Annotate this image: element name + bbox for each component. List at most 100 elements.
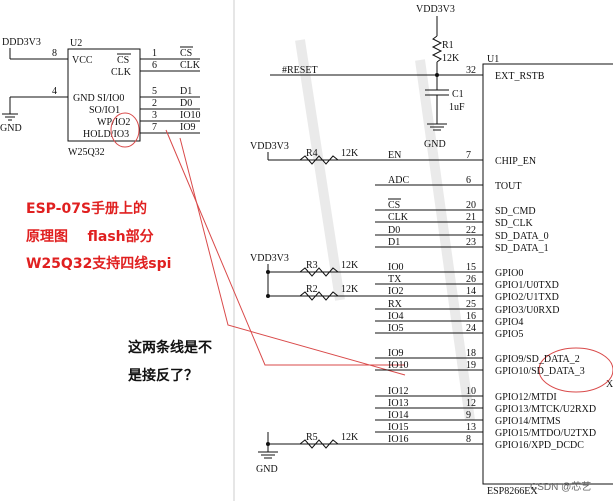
esp-net-label: D0 — [388, 225, 400, 236]
esp-pin-name: GPIO9/SD_DATA_2 — [495, 354, 580, 365]
annotation-red: ESP-07S手册上的 原理图 flash部分 W25Q32支持四线spi — [26, 200, 171, 272]
r1-ref: R1 — [442, 40, 454, 51]
esp-pin-number: 25 — [466, 299, 476, 310]
flash-gnd-label: GND — [0, 123, 22, 134]
highlight-circle-flash — [110, 112, 140, 148]
resistor-value: 12K — [341, 432, 359, 443]
esp-pin-number: 20 — [466, 200, 476, 211]
esp-pin-name: GPIO10/SD_DATA_3 — [495, 366, 585, 377]
flash-pin-num-cs: 1 — [152, 48, 157, 59]
esp-pin-number: 22 — [466, 225, 476, 236]
annotation-question-line-1: 这两条线是不 — [128, 339, 212, 356]
esp-pin-number: 15 — [466, 262, 476, 273]
flash-pin-num-hold: 7 — [152, 122, 157, 133]
annotation-red-line-3: W25Q32支持四线spi — [26, 255, 171, 272]
esp-pin-number: 19 — [466, 360, 476, 371]
esp-pin-number: 21 — [466, 212, 476, 223]
esp-net-label: IO10 — [388, 360, 409, 371]
esp-pin-number: 12 — [466, 398, 476, 409]
esp-pin-name: GPIO14/MTMS — [495, 416, 561, 427]
flash-net-hold: IO9 — [180, 122, 196, 133]
esp-pin-name: TOUT — [495, 181, 521, 192]
flash-pin-cs-label: CS — [117, 55, 129, 66]
flash-pin-num-si: 5 — [152, 86, 157, 97]
annotation-question: 这两条线是不 是接反了？ — [128, 339, 212, 384]
highlight-circle-esp — [538, 347, 613, 393]
esp-pin-number: 23 — [466, 237, 476, 248]
c1-value: 1uF — [449, 102, 465, 113]
flash-ref: U2 — [70, 38, 82, 49]
flash-pin-so-label: SO/IO1 — [89, 105, 120, 116]
resistor-ref: R3 — [306, 260, 318, 271]
wire-junction — [266, 270, 270, 274]
esp-net-label: RX — [388, 299, 403, 310]
flash-pin-vcc-label: VCC — [72, 55, 93, 66]
c1-ref: C1 — [452, 89, 464, 100]
esp-net-label: CS — [388, 200, 400, 211]
esp-ref: U1 — [487, 54, 499, 65]
flash-net-cs: CS — [180, 48, 192, 59]
esp-pin-number: 18 — [466, 348, 476, 359]
esp-pin-name: GPIO3/U0RXD — [495, 305, 559, 316]
esp-net-label: IO14 — [388, 410, 409, 421]
esp-pin-name: GPIO0 — [495, 268, 523, 279]
esp-pin-name: SD_CMD — [495, 206, 536, 217]
esp-part-label: ESP8266EX — [487, 486, 538, 497]
wire-junction — [266, 294, 270, 298]
watermark-text: CSDN @芯艺 — [530, 480, 591, 493]
flash-right-pins: 1 6 5 2 3 7 CS CLK D1 D0 IO10 IO9 — [140, 46, 201, 134]
esp-pin-name: SD_DATA_0 — [495, 231, 549, 242]
esp-net-label: IO5 — [388, 323, 404, 334]
esp-pin-name: GPIO16/XPD_DCDC — [495, 440, 584, 451]
esp-resistor — [299, 267, 339, 277]
esp-pin-name: GPIO15/MTDO/U2TXD — [495, 428, 596, 439]
esp-pin-name: GPIO5 — [495, 329, 523, 340]
annotation-red-line-2: 原理图 flash部分 — [26, 228, 154, 245]
esp-net-label: IO12 — [388, 386, 409, 397]
esp-pin-name: EXT_RSTB — [495, 71, 545, 82]
esp-body — [482, 63, 613, 485]
esp-pin-number: 7 — [466, 150, 471, 161]
esp-resistor — [299, 291, 339, 301]
annotation-question-line-2: 是接反了？ — [128, 367, 198, 384]
esp-net-label: IO2 — [388, 286, 404, 297]
flash-part-label: W25Q32 — [68, 147, 105, 158]
esp-net-label: IO15 — [388, 422, 409, 433]
resistor-ref: R5 — [306, 432, 318, 443]
resistor-value: 12K — [341, 284, 359, 295]
esp-pin-number: 26 — [466, 274, 476, 285]
flash-pin-num-vcc: 8 — [52, 48, 57, 59]
esp-gnd-bottom-label: GND — [256, 464, 278, 475]
r1-value: 12K — [442, 53, 460, 64]
flash-pin-clk-label: CLK — [111, 67, 132, 78]
flash-pin-wp-label: WP/IO2 — [97, 117, 130, 128]
esp-net-label: IO16 — [388, 434, 409, 445]
flash-net-wp: IO10 — [180, 110, 201, 121]
esp-pin-number: 8 — [466, 434, 471, 445]
esp-resistor — [299, 155, 339, 165]
esp-x-mark: X — [606, 379, 613, 390]
esp-pin-name: SD_DATA_1 — [495, 243, 549, 254]
annotation-red-line-1: ESP-07S手册上的 — [26, 200, 147, 217]
esp-net-label: IO9 — [388, 348, 404, 359]
flash-net-si: D1 — [180, 86, 192, 97]
esp-pin-name: SD_CLK — [495, 218, 534, 229]
flash-net-clk: CLK — [180, 60, 201, 71]
